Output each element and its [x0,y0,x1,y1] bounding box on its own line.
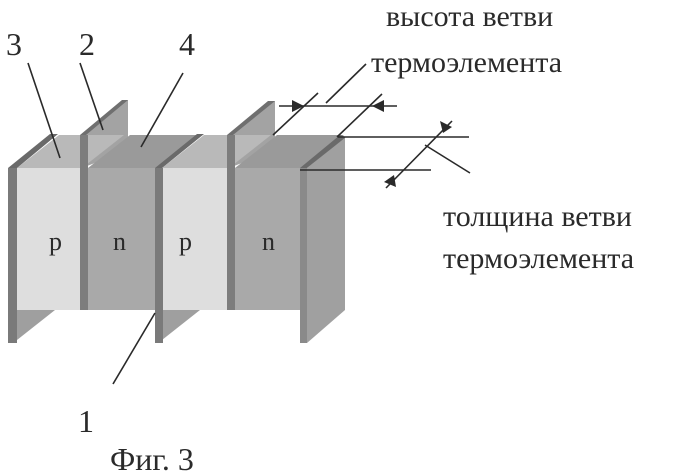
plate-1-bottom-side [162,310,200,340]
plate-1-front [155,168,163,343]
ref-4: 4 [179,26,195,62]
thickness-leader [425,145,470,173]
right-plate-front [300,168,307,343]
plate-2-front [80,135,88,310]
thickness-label-line2: термоэлемента [443,242,634,275]
ref-3: 3 [6,26,22,62]
height-leader [326,64,366,103]
figure-caption: Фиг. 3 [110,441,194,476]
n-label-1: n [113,227,126,256]
leader-2 [80,63,103,130]
height-ext-left [273,93,318,135]
ref-1: 1 [78,403,94,439]
p-block-2 [162,168,228,310]
n-label-2: n [262,227,275,256]
leader-1 [113,313,155,384]
plate-3-front [8,168,17,343]
ref-2: 2 [79,26,95,62]
height-label-line1: высота ветви [386,0,553,33]
height-arrow-right [292,100,304,112]
p-label-1: p [49,227,62,256]
plate-3-bottom-side [17,310,55,340]
thickness-dim-line [386,121,452,188]
height-ext-right [337,94,382,137]
p-label-2: p [179,227,192,256]
right-plate-side [307,137,345,343]
height-label-line2: термоэлемента [371,46,562,79]
thickness-label-line1: толщина ветви [443,200,632,233]
plate-mid-front [227,135,235,310]
thickness-arrow-up [384,175,396,187]
